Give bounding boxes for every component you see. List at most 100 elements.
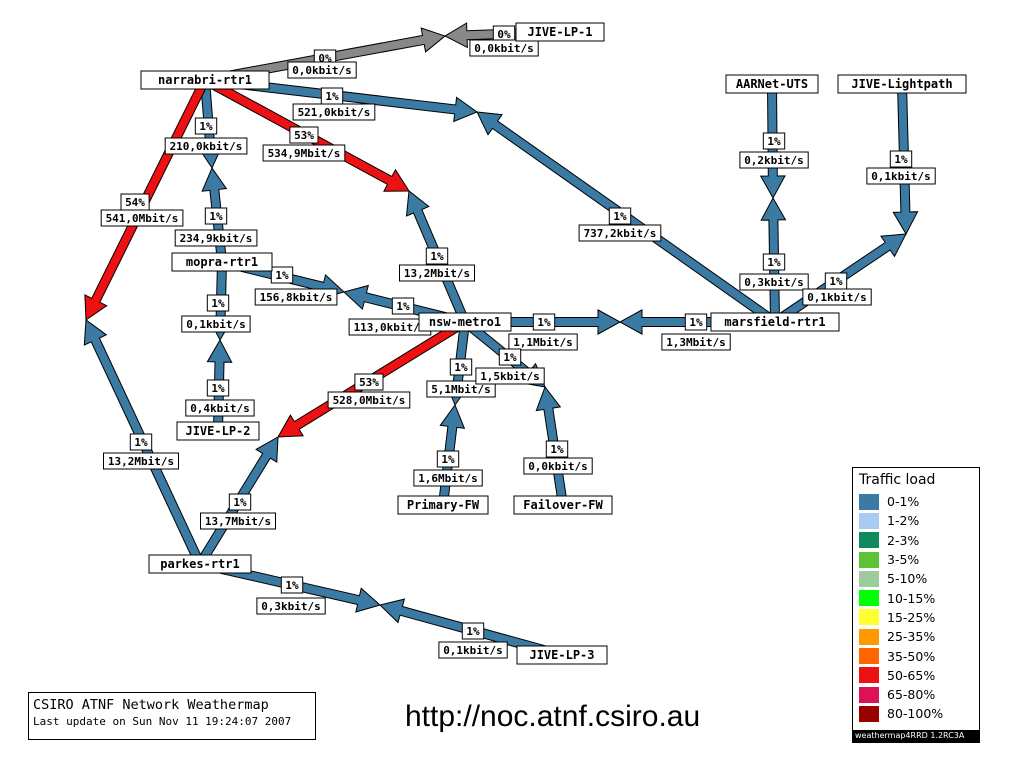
svg-text:234,9kbit/s: 234,9kbit/s [180,232,253,245]
svg-text:0,1kbit/s: 0,1kbit/s [443,644,503,657]
svg-text:1%: 1% [466,625,480,638]
legend-label: 35-50% [887,648,936,664]
legend-label: 1-2% [887,513,920,529]
svg-text:0,3kbit/s: 0,3kbit/s [261,600,321,613]
link-rate-aarnet-marsfield-forward: 0,2kbit/s [739,151,809,169]
svg-text:1%: 1% [430,250,444,263]
svg-text:1%: 1% [550,443,564,456]
svg-text:1%: 1% [199,120,213,133]
link-load-jivelight-marsfield-forward: 1% [889,150,913,168]
svg-text:0,1kbit/s: 0,1kbit/s [807,291,867,304]
link-rate-jivelight-marsfield-reverse: 0,1kbit/s [802,288,872,306]
svg-text:1%: 1% [233,496,247,509]
svg-text:JIVE-Lightpath: JIVE-Lightpath [851,77,952,91]
node-nsw-metro[interactable]: nsw-metro1 [418,312,512,332]
link-load-aarnet-marsfield-reverse: 1% [762,253,786,271]
node-jive-lp-1[interactable]: JIVE-LP-1 [515,22,605,42]
last-update-text: Last update on Sun Nov 11 19:24:07 2007 [33,715,292,728]
legend-footer: weathermap4RRD 1.2RC3A [853,730,979,742]
source-url[interactable]: http://noc.atnf.csiro.au [405,700,701,733]
svg-text:narrabri-rtr1: narrabri-rtr1 [158,73,252,87]
node-marsfield[interactable]: marsfield-rtr1 [710,312,840,332]
legend-label: 0-1% [887,494,920,510]
legend-swatch [859,590,879,607]
svg-text:mopra-rtr1: mopra-rtr1 [186,255,258,269]
legend-label: 25-35% [887,629,936,645]
svg-text:parkes-rtr1: parkes-rtr1 [160,557,239,571]
link-rate-nsw-marsfield-reverse: 1,3Mbit/s [661,333,731,351]
node-parkes[interactable]: parkes-rtr1 [148,554,252,574]
svg-text:1%: 1% [689,316,703,329]
link-rate-aarnet-marsfield-reverse: 0,3kbit/s [739,273,809,291]
link-rate-nsw-marsfield-forward: 1,1Mbit/s [508,333,578,351]
weathermap-title: CSIRO ATNF Network Weathermap [33,697,269,713]
link-load-narrabri-marsfield-reverse: 1% [608,207,632,225]
link-load-nsw-primary-reverse: 1% [436,450,460,468]
node-aarnet[interactable]: AARNet-UTS [725,74,819,94]
node-failover-fw[interactable]: Failover-FW [513,495,613,515]
legend-item: 25-35% [853,627,979,646]
link-load-nsw-parkes-reverse: 1% [228,493,252,511]
link-rate-mopra-jivelp2-reverse: 0,4kbit/s [185,399,255,417]
svg-text:1%: 1% [767,135,781,148]
svg-text:1,1Mbit/s: 1,1Mbit/s [513,336,573,349]
node-jive-lp-2[interactable]: JIVE-LP-2 [176,421,260,441]
legend-swatch [859,628,879,645]
svg-text:JIVE-LP-2: JIVE-LP-2 [185,424,250,438]
svg-text:1%: 1% [441,453,455,466]
legend-swatch [859,570,879,587]
node-jive-lightpath[interactable]: JIVE-Lightpath [837,74,967,94]
link-load-narrabri-nsw-forward: 53% [289,126,319,144]
traffic-load-legend: Traffic load 0-1%1-2%2-3%3-5%5-10%10-15%… [852,467,980,743]
svg-text:1%: 1% [767,256,781,269]
legend-label: 80-100% [887,706,944,722]
svg-text:0%: 0% [497,28,511,41]
link-rate-nsw-parkes-reverse: 13,7Mbit/s [200,512,276,530]
svg-text:521,0kbit/s: 521,0kbit/s [298,106,371,119]
link-rate-parkes-jivelp3-forward: 0,3kbit/s [256,597,326,615]
link-load-narrabri-nsw-reverse: 1% [425,247,449,265]
svg-text:1,5kbit/s: 1,5kbit/s [480,370,540,383]
svg-text:53%: 53% [294,129,314,142]
node-mopra[interactable]: mopra-rtr1 [171,252,273,272]
legend-swatch [859,648,879,665]
svg-text:156,8kbit/s: 156,8kbit/s [260,291,333,304]
legend-item: 15-25% [853,608,979,627]
link-load-narrabri-jivelp1-reverse: 0% [492,25,516,43]
legend-label: 2-3% [887,532,920,548]
legend-item: 0-1% [853,492,979,511]
svg-text:JIVE-LP-1: JIVE-LP-1 [527,25,592,39]
svg-text:1%: 1% [325,90,339,103]
link-rate-narrabri-nsw-forward: 534,9Mbit/s [262,144,346,162]
legend-label: 10-15% [887,590,936,606]
link-rate-narrabri-jivelp1-forward: 0,0kbit/s [287,61,357,79]
svg-text:1%: 1% [211,297,225,310]
legend-label: 65-80% [887,687,936,703]
svg-text:1%: 1% [454,361,468,374]
link-rate-narrabri-marsfield-forward: 521,0kbit/s [292,103,376,121]
svg-text:marsfield-rtr1: marsfield-rtr1 [724,315,825,329]
link-rate-narrabri-nsw-reverse: 13,2Mbit/s [399,264,475,282]
svg-text:0,4kbit/s: 0,4kbit/s [190,402,250,415]
link-rate-narrabri-marsfield-reverse: 737,2kbit/s [578,224,662,242]
svg-text:Primary-FW: Primary-FW [407,498,480,512]
legend-label: 3-5% [887,552,920,568]
svg-text:nsw-metro1: nsw-metro1 [429,315,501,329]
svg-text:13,7Mbit/s: 13,7Mbit/s [205,515,271,528]
link-rate-narrabri-jivelp1-reverse: 0,0kbit/s [469,39,539,57]
weathermap-title-box: CSIRO ATNF Network Weathermap Last updat… [28,692,316,740]
svg-text:1%: 1% [894,153,908,166]
link-load-narrabri-parkes-forward: 54% [120,193,150,211]
svg-text:1%: 1% [396,300,410,313]
node-primary-fw[interactable]: Primary-FW [397,495,489,515]
link-rate-nsw-parkes-forward: 528,0Mbit/s [327,391,411,409]
svg-text:1%: 1% [211,382,225,395]
node-jive-lp-3[interactable]: JIVE-LP-3 [516,645,608,665]
svg-text:1%: 1% [275,269,289,282]
node-narrabri[interactable]: narrabri-rtr1 [140,70,270,90]
svg-text:1%: 1% [503,351,517,364]
link-load-mopra-nsw-reverse: 1% [391,297,415,315]
legend-swatch [859,493,879,510]
link-rate-nsw-primary-forward: 5,1Mbit/s [426,380,496,398]
link-load-mopra-jivelp2-reverse: 1% [206,379,230,397]
